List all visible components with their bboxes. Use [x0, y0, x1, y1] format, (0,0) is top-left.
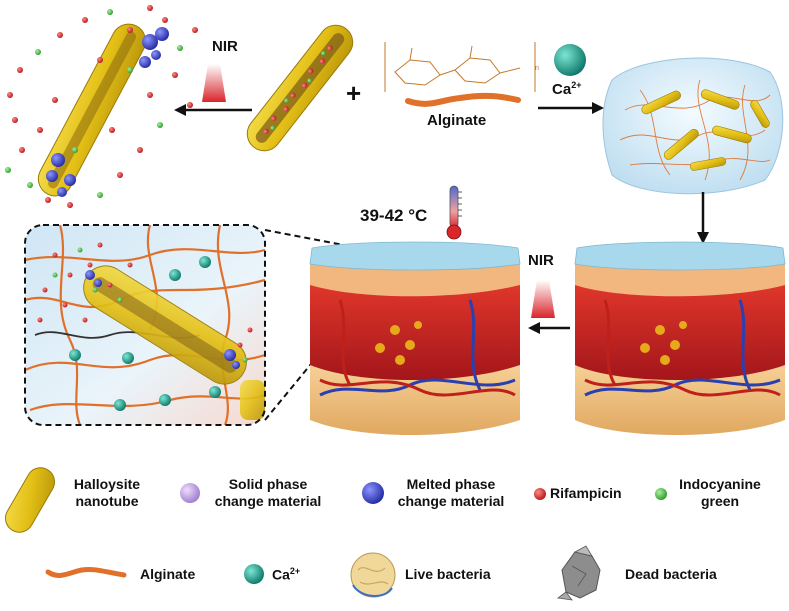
alginate-legend-icon	[45, 567, 127, 578]
legend-alginate: Alginate	[140, 566, 196, 582]
skin-block-untreated	[574, 241, 786, 435]
released-nanotube-group	[5, 5, 198, 208]
arrow-apply	[697, 192, 709, 244]
legend-melted-pcm-line2: change material	[397, 493, 505, 509]
hydrogel-block	[602, 57, 784, 195]
melted-pcm-icon	[362, 482, 384, 504]
solid-pcm-icon	[180, 483, 200, 503]
legend-halloysite-line1: Halloysite	[73, 476, 141, 492]
legend-calcium-text: Ca	[272, 566, 290, 583]
legend-calcium-sup: 2+	[289, 566, 301, 576]
legend-icg-line1: Indocyanine	[679, 476, 761, 492]
nir-label-left: NIR	[212, 38, 238, 55]
nir-label-right: NIR	[528, 252, 554, 269]
legend-dead-bacteria: Dead bacteria	[625, 566, 717, 582]
nir-beam-left	[202, 64, 226, 102]
legend-icg: Indocyanine green	[670, 476, 770, 510]
nir-beam-right	[531, 280, 555, 318]
melted-pcm-blobs	[46, 27, 169, 197]
legend-calcium: Ca2+	[272, 566, 300, 583]
thermometer-icon	[446, 185, 462, 240]
alginate-structure-subscript: n	[535, 65, 539, 72]
zoom-panel	[24, 224, 266, 426]
calcium-label-sup: 2+	[571, 80, 582, 90]
legend-rifampicin: Rifampicin	[550, 485, 622, 501]
plus-sign: +	[346, 78, 361, 108]
calcium-label: Ca2+	[552, 80, 581, 98]
legend-halloysite-line2: nanotube	[75, 493, 139, 509]
legend-melted-pcm: Melted phase change material	[386, 476, 516, 510]
temperature-label: 39-42 °C	[360, 206, 428, 225]
loaded-nanotube	[246, 24, 354, 152]
icg-icon	[655, 488, 667, 500]
arrow-gelation	[538, 102, 604, 114]
calcium-legend-icon	[244, 564, 264, 584]
alginate-label: Alginate	[427, 112, 487, 129]
live-bacteria-icon	[350, 552, 396, 598]
halloysite-nanotube-icon	[5, 467, 55, 533]
dead-bacteria-icon	[556, 545, 601, 601]
arrow-irradiation	[528, 322, 570, 334]
legend-solid-pcm: Solid phase change material	[203, 476, 333, 510]
arrow-release	[174, 104, 252, 116]
rifampicin-icon	[534, 488, 546, 500]
skin-block-treated	[309, 241, 521, 435]
legend-solid-pcm-line2: change material	[214, 493, 322, 509]
alginate-strand	[405, 92, 521, 107]
calcium-ion-icon	[554, 44, 586, 76]
released-particles	[5, 5, 198, 208]
legend-halloysite: Halloysite nanotube	[62, 476, 152, 510]
legend-solid-pcm-line1: Solid phase	[228, 476, 308, 492]
calcium-label-text: Ca	[552, 81, 572, 98]
alginate-structure	[384, 42, 536, 92]
legend-icg-line2: green	[700, 493, 740, 509]
legend-live-bacteria: Live bacteria	[405, 566, 491, 582]
legend-melted-pcm-line1: Melted phase	[406, 476, 496, 492]
